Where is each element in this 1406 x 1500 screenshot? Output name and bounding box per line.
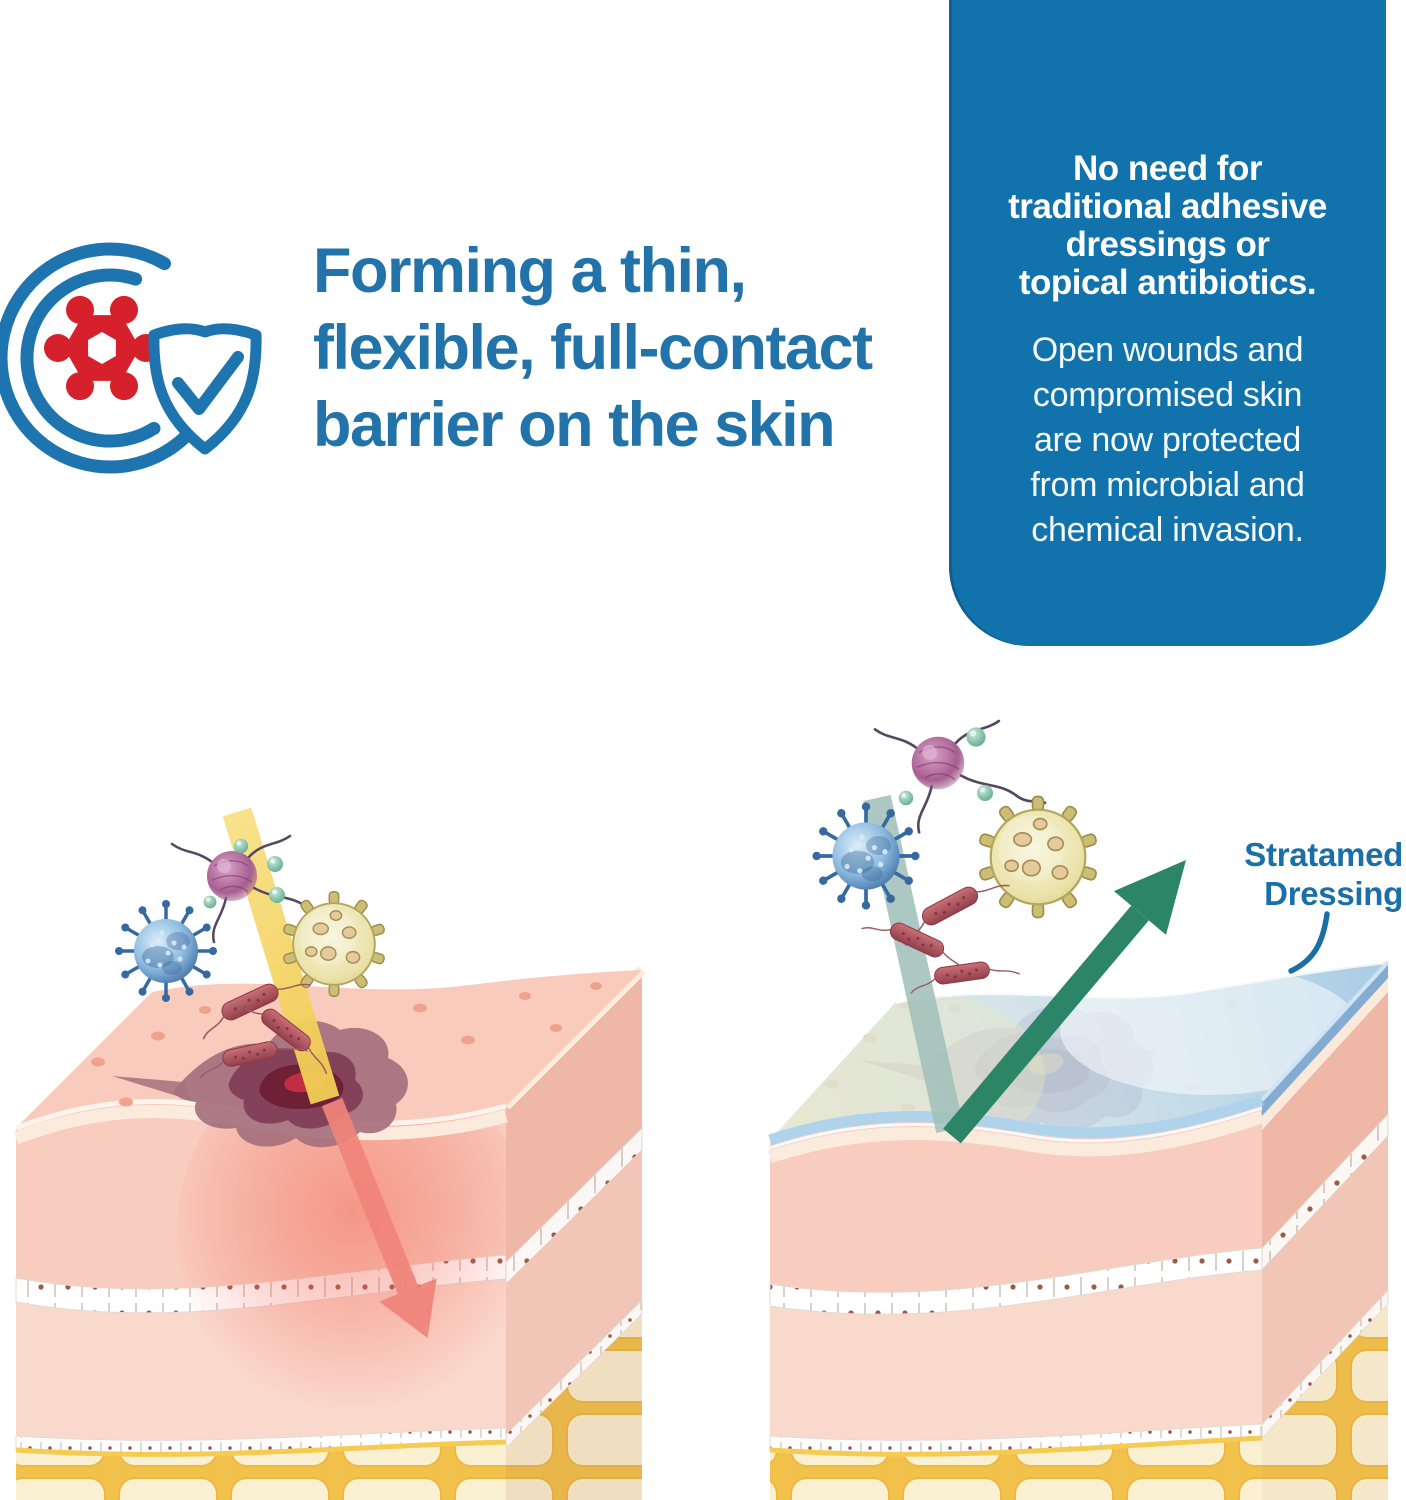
shield-check-icon	[148, 323, 262, 455]
title-line-1: Forming a thin,	[313, 236, 747, 306]
label-connector-line	[1288, 911, 1330, 974]
microbes-deflected	[810, 719, 1099, 994]
unprotected-skin-diagram	[13, 807, 646, 1500]
germ-shield-icon	[0, 242, 262, 474]
dressing-callout-label: Stratamed Dressing	[1244, 836, 1403, 912]
germ-icon	[44, 295, 160, 401]
penetration-arrow	[321, 1097, 437, 1338]
spore-microbe-icon	[977, 795, 1099, 919]
title-line-3: barrier on the skin	[313, 390, 836, 460]
skin-pores	[91, 982, 602, 1107]
deflection-arrow	[943, 860, 1186, 1144]
info-panel: No need for traditional adhesive dressin…	[949, 0, 1386, 646]
panel-body-text: Open wounds and compromised skin are now…	[1030, 331, 1305, 549]
title-line-2: flexible, full-contact	[313, 313, 873, 383]
panel-headline: No need for traditional adhesive dressin…	[1008, 149, 1327, 302]
protected-skin-diagram	[767, 719, 1390, 1500]
inner-ring-arc	[20, 268, 161, 448]
outer-ring-arc	[0, 242, 200, 474]
page-title: Forming a thin, flexible, full-contact b…	[313, 233, 873, 464]
fat-layer	[770, 1438, 1262, 1500]
